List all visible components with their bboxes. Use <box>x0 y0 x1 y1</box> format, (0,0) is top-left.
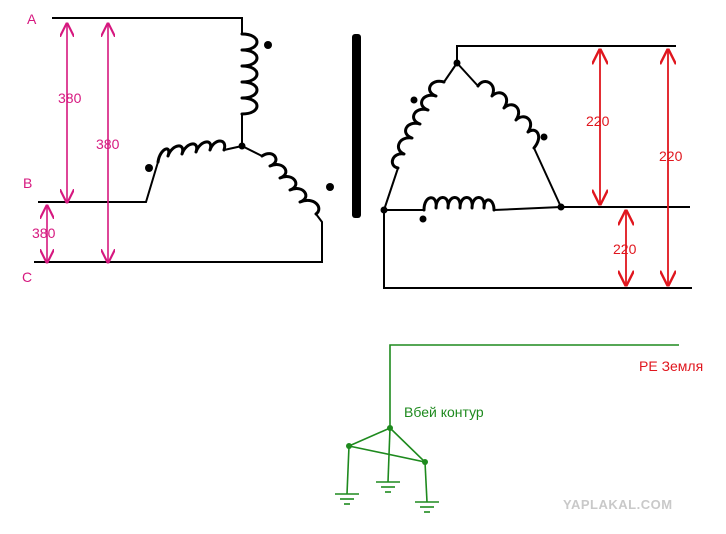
phase-c-label: C <box>22 269 32 285</box>
coil-c <box>260 152 321 216</box>
pe-conductor <box>389 344 679 428</box>
phase-b-line <box>38 161 159 203</box>
delta-right-lead-bottom <box>533 147 562 208</box>
secondary-delta-winding <box>380 45 692 289</box>
polarity-dot-c <box>326 183 334 191</box>
coil-a <box>240 32 259 116</box>
voltage-ac-label: 380 <box>96 136 120 152</box>
pe-ground-label: PE Земля <box>639 358 703 374</box>
phase-c-line <box>34 213 323 263</box>
primary-star-winding <box>34 17 334 263</box>
ground-symbol-middle <box>376 481 400 493</box>
polarity-dot-delta-left <box>410 96 418 104</box>
voltage-220-long-label: 220 <box>659 148 683 164</box>
delta-left-lead-bottom <box>383 167 399 211</box>
voltage-bc-label: 380 <box>32 225 56 241</box>
voltage-220-bottom-label: 220 <box>613 241 637 257</box>
secondary-top-line <box>456 45 676 63</box>
polarity-dot-b <box>145 164 153 172</box>
voltage-ab-label: 380 <box>58 90 82 106</box>
coil-c-lead <box>241 145 263 157</box>
secondary-bottom-line <box>383 210 692 289</box>
primary-voltage-arrows <box>47 24 108 262</box>
coil-b <box>156 139 227 164</box>
phase-a-label: A <box>27 11 37 27</box>
delta-right-coil <box>476 80 541 150</box>
polarity-dot-a <box>264 41 272 49</box>
grounding-contour <box>335 344 679 513</box>
ground-symbol-right <box>415 501 439 513</box>
polarity-dot-delta-right <box>540 133 548 141</box>
watermark: YAPLAKAL.COM <box>563 497 673 512</box>
delta-left-lead-top <box>443 62 458 83</box>
voltage-220-top-label: 220 <box>586 113 610 129</box>
electrode-right <box>424 461 428 503</box>
secondary-voltage-arrows <box>600 50 668 285</box>
delta-bottom-coil <box>422 196 496 212</box>
contour-triangle <box>346 427 428 464</box>
delta-bottom-lead-right <box>493 206 562 211</box>
ground-symbol-left <box>335 493 359 505</box>
electrode-left <box>346 445 350 495</box>
coil-b-lead <box>223 145 243 151</box>
transformer-core <box>352 34 361 218</box>
phase-a-line <box>52 17 243 34</box>
phase-b-label: B <box>23 175 32 191</box>
electrode-middle <box>387 427 391 483</box>
polarity-dot-delta-bottom <box>419 215 427 223</box>
delta-right-lead-top <box>456 62 479 87</box>
delta-left-coil <box>390 79 446 170</box>
contour-label: Вбей контур <box>404 404 484 420</box>
